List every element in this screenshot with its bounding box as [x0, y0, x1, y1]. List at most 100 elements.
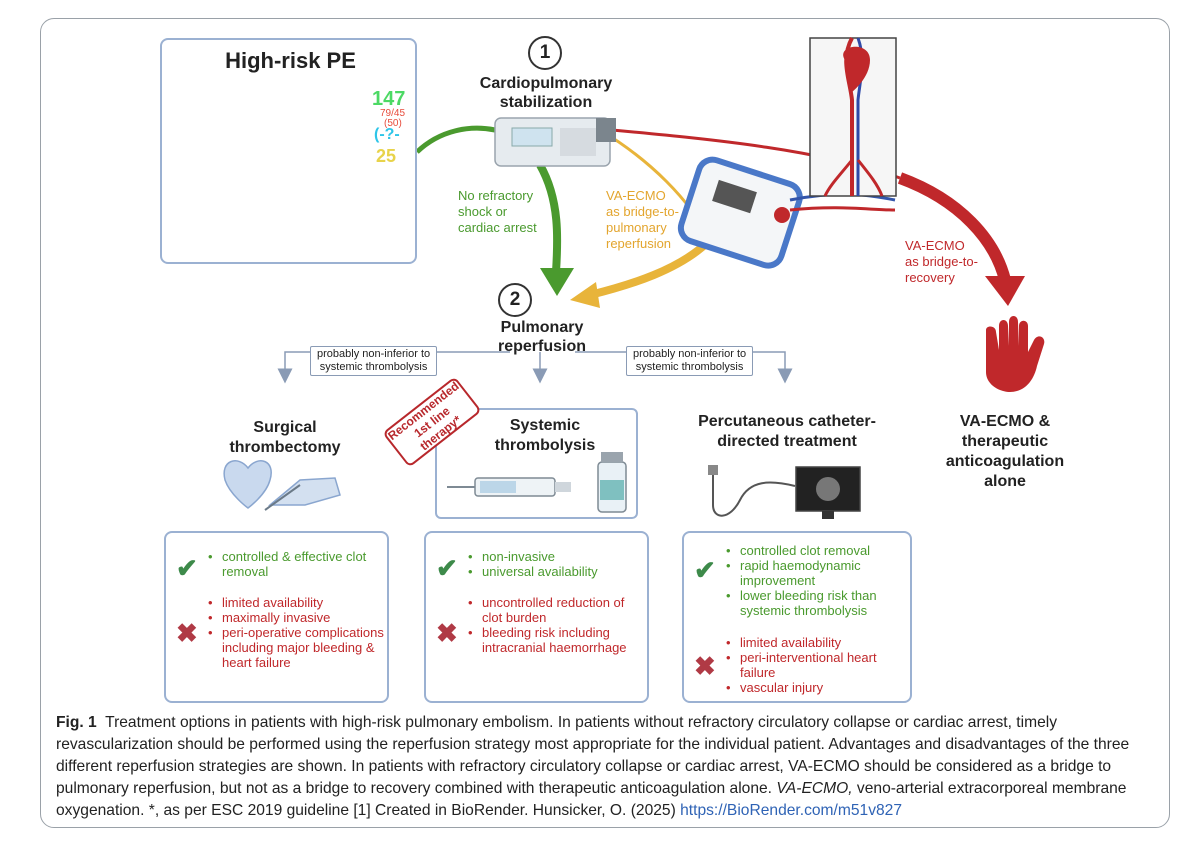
step1-number: 1: [528, 36, 562, 70]
green-label-line2: shock or: [458, 204, 508, 219]
catheter-pros-cons-box: ✔ controlled clot removal rapid haemodyn…: [682, 531, 912, 703]
systemic-thrombolysis-box: [435, 408, 638, 519]
yellow-label-line3: pulmonary: [606, 220, 667, 235]
yellow-arrow: [589, 237, 713, 299]
monitor-rr: 25: [376, 146, 397, 166]
list-item: limited availability: [724, 635, 910, 650]
syringe-icon: [447, 477, 571, 497]
red-arrowhead: [985, 276, 1025, 306]
surgical-pros-list: controlled & effective clot removal: [206, 549, 386, 579]
systemic-title: Systemic thrombolysis: [470, 416, 620, 456]
biorender-link[interactable]: https://BioRender.com/m51v827: [680, 802, 903, 819]
list-item: bleeding risk including intracranial hae…: [466, 625, 646, 655]
catheter-title-line2: directed treatment: [717, 433, 857, 450]
catheter-title: Percutaneous catheter- directed treatmen…: [682, 412, 892, 452]
yellow-label-line1: VA-ECMO: [606, 188, 666, 203]
scalpel-hand-icon: [264, 477, 341, 511]
check-icon: ✔: [694, 555, 716, 585]
surgical-title-line2: thrombectomy: [229, 439, 341, 456]
monitor-hr: 147: [372, 88, 406, 110]
list-item: lower bleeding risk than systemic thromb…: [724, 588, 910, 618]
list-item: peri-operative complications including m…: [206, 625, 386, 670]
systemic-title-line2: thrombolysis: [494, 437, 596, 454]
surgical-cons-list: limited availability maximally invasive …: [206, 595, 386, 670]
step2-title-line1: Pulmonary: [500, 319, 584, 336]
ecmo-machine-icon: [677, 156, 896, 269]
catheter-icon: [708, 465, 796, 517]
list-item: limited availability: [206, 595, 386, 610]
caption-text: Treatment options in patients with high-…: [56, 714, 1130, 797]
vial-icon: [597, 452, 627, 513]
note-right-line1: probably non-inferior to: [633, 348, 747, 360]
caption-abbreviation: VA-ECMO,: [776, 780, 853, 797]
green-connector: [415, 125, 496, 154]
list-item: maximally invasive: [206, 610, 386, 625]
red-label-line1: VA-ECMO: [905, 238, 965, 253]
red-label-line2: as bridge-to-: [905, 254, 978, 269]
green-arrowhead: [540, 268, 574, 296]
high-risk-pe-box: High-risk PE: [160, 38, 417, 264]
yellow-label-line2: as bridge-to-: [606, 204, 679, 219]
infusion-pump-icon: [494, 117, 616, 167]
yellow-label-line4: reperfusion: [606, 236, 672, 251]
list-item: universal availability: [466, 564, 646, 579]
systemic-pros-cons-box: ✔ non-invasive universal availability ✖ …: [424, 531, 649, 703]
note-left-line1: probably non-inferior to: [317, 348, 431, 360]
surgical-title: Surgical thrombectomy: [200, 418, 370, 458]
high-risk-pe-title: High-risk PE: [225, 48, 356, 73]
check-icon: ✔: [176, 553, 198, 583]
cross-icon: ✖: [176, 618, 198, 648]
list-item: uncontrolled reduction of clot burden: [466, 595, 646, 625]
monitor-map: (50): [384, 118, 402, 129]
step2-title-line2: reperfusion: [497, 338, 586, 355]
figure-caption: Fig. 1 Treatment options in patients wit…: [56, 712, 1156, 822]
note-right: probably non-inferior to systemic thromb…: [626, 346, 754, 376]
red-path-label: VA-ECMO as bridge-to- recovery: [905, 238, 978, 286]
catheter-pros-list: controlled clot removal rapid haemodynam…: [724, 543, 910, 618]
monitor-spo2: (-?-: [374, 126, 400, 143]
cross-icon: ✖: [436, 618, 458, 648]
va-alone-line1: VA-ECMO &: [959, 413, 1051, 430]
va-ecmo-alone-label: VA-ECMO & therapeutic anticoagulation al…: [930, 412, 1080, 492]
note-left-line2: systemic thrombolysis: [319, 361, 428, 373]
note-left: probably non-inferior to systemic thromb…: [310, 346, 438, 376]
yellow-arrowhead: [570, 282, 600, 308]
list-item: rapid haemodynamic improvement: [724, 558, 910, 588]
surgical-pros-cons-box: ✔ controlled & effective clot removal ✖ …: [164, 531, 389, 703]
surgical-title-line1: Surgical: [253, 419, 317, 436]
catheter-title-line1: Percutaneous catheter-: [698, 413, 876, 430]
systemic-pros-list: non-invasive universal availability: [466, 549, 646, 579]
red-label-line3: recovery: [905, 270, 955, 285]
step1-title: Cardiopulmonary stabilization: [456, 74, 636, 112]
red-arrow: [897, 172, 1011, 282]
imaging-monitor-icon: [795, 466, 861, 519]
list-item: vascular injury: [724, 680, 910, 695]
cross-icon: ✖: [694, 651, 716, 681]
green-arrow: [536, 163, 562, 273]
yellow-path-label: VA-ECMO as bridge-to- pulmonary reperfus…: [606, 188, 679, 252]
stop-hand-icon: [986, 316, 1045, 392]
check-icon: ✔: [436, 553, 458, 583]
note-right-line2: systemic thrombolysis: [635, 361, 744, 373]
va-alone-line4: alone: [984, 473, 1026, 490]
list-item: controlled & effective clot removal: [206, 549, 386, 579]
green-path-label: No refractory shock or cardiac arrest: [458, 188, 537, 236]
list-item: non-invasive: [466, 549, 646, 564]
heart-anatomy-icon: [223, 460, 272, 509]
green-label-line3: cardiac arrest: [458, 220, 537, 235]
figure-frame: [40, 18, 1170, 828]
systemic-title-line1: Systemic: [509, 417, 581, 434]
list-item: controlled clot removal: [724, 543, 910, 558]
body-vessels-icon: [809, 37, 897, 197]
figure-label: Fig. 1: [56, 714, 97, 731]
step2-title: Pulmonary reperfusion: [452, 318, 632, 356]
caption-text-2: veno-arterial extracorporeal membrane ox…: [56, 780, 1127, 819]
catheter-cons-list: limited availability peri-interventional…: [724, 635, 910, 695]
step2-number: 2: [498, 283, 532, 317]
va-alone-line3: anticoagulation: [945, 453, 1065, 470]
green-label-line1: No refractory: [458, 188, 534, 203]
step1-title-line2: stabilization: [499, 94, 593, 111]
monitor-bp: 79/45: [380, 108, 406, 119]
va-alone-line2: therapeutic: [961, 433, 1049, 450]
list-item: peri-interventional heart failure: [724, 650, 910, 680]
